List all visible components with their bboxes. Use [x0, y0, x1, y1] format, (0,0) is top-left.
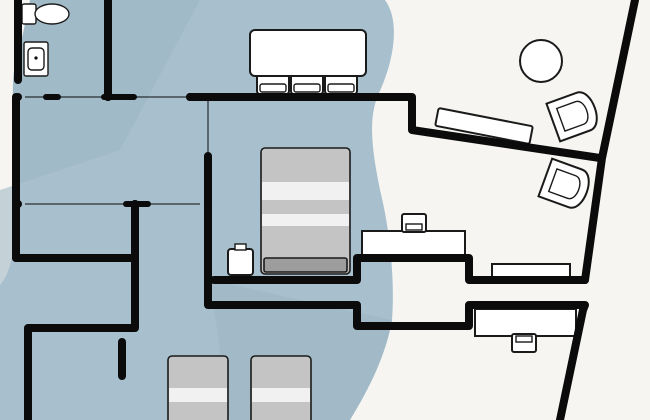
- walls: [12, 0, 639, 420]
- desk-chair[interactable]: [401, 213, 427, 233]
- desk[interactable]: [361, 230, 466, 257]
- bed[interactable]: [260, 147, 351, 275]
- dining-set: [249, 29, 367, 95]
- desk-chair[interactable]: [511, 333, 537, 353]
- bathroom: [21, 3, 70, 77]
- desk[interactable]: [474, 308, 577, 337]
- single-bed[interactable]: [167, 355, 229, 420]
- wall-joints: [14, 93, 212, 208]
- armchair[interactable]: [545, 89, 601, 143]
- round-table[interactable]: [519, 39, 563, 83]
- low-cabinet[interactable]: [491, 263, 571, 278]
- sink[interactable]: [23, 41, 49, 77]
- bench[interactable]: [434, 107, 534, 145]
- single-bed[interactable]: [250, 355, 312, 420]
- toilet[interactable]: [21, 3, 70, 25]
- shaded-zone: [0, 0, 394, 420]
- nightstand[interactable]: [227, 243, 254, 276]
- armchair[interactable]: [537, 157, 593, 212]
- dining-table[interactable]: [249, 29, 367, 77]
- shade-facet: [0, 0, 200, 285]
